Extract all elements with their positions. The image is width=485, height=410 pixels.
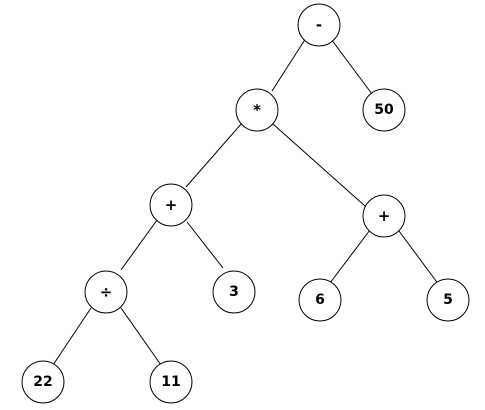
tree-nodes: - * 50 + + ÷ 3 [21, 3, 470, 404]
edge-plus-right-6 [329, 229, 371, 284]
node-times-label: * [253, 101, 261, 119]
edge-plus-right-5 [398, 230, 440, 286]
node-plus-right: + [362, 194, 406, 238]
node-divide: ÷ [84, 270, 128, 314]
edge-divide-22 [52, 307, 92, 366]
node-50: 50 [362, 88, 406, 132]
node-22: 22 [21, 360, 65, 404]
edge-minus-times [271, 37, 307, 92]
edge-minus-50 [330, 38, 373, 95]
node-plus-right-label: + [378, 207, 391, 225]
node-times: * [235, 88, 279, 132]
node-11-label: 11 [161, 374, 180, 390]
node-11: 11 [149, 360, 193, 404]
node-22-label: 22 [33, 374, 52, 390]
edge-times-plus-right [272, 123, 366, 207]
edge-divide-11 [120, 307, 162, 366]
edge-plus-left-3 [186, 221, 224, 269]
node-6: 6 [298, 278, 342, 322]
tree-edges [52, 37, 440, 366]
node-minus-label: - [316, 16, 322, 34]
node-6-label: 6 [315, 292, 325, 308]
node-3: 3 [212, 270, 256, 314]
node-3-label: 3 [229, 284, 239, 300]
edge-plus-left-divide [120, 219, 158, 271]
node-plus-left-label: + [165, 196, 178, 214]
node-50-label: 50 [374, 102, 394, 118]
node-5-label: 5 [443, 292, 453, 308]
node-minus: - [297, 3, 341, 47]
edge-times-plus-left [185, 122, 243, 188]
node-divide-label: ÷ [100, 283, 113, 301]
node-plus-left: + [149, 183, 193, 227]
node-5: 5 [426, 278, 470, 322]
